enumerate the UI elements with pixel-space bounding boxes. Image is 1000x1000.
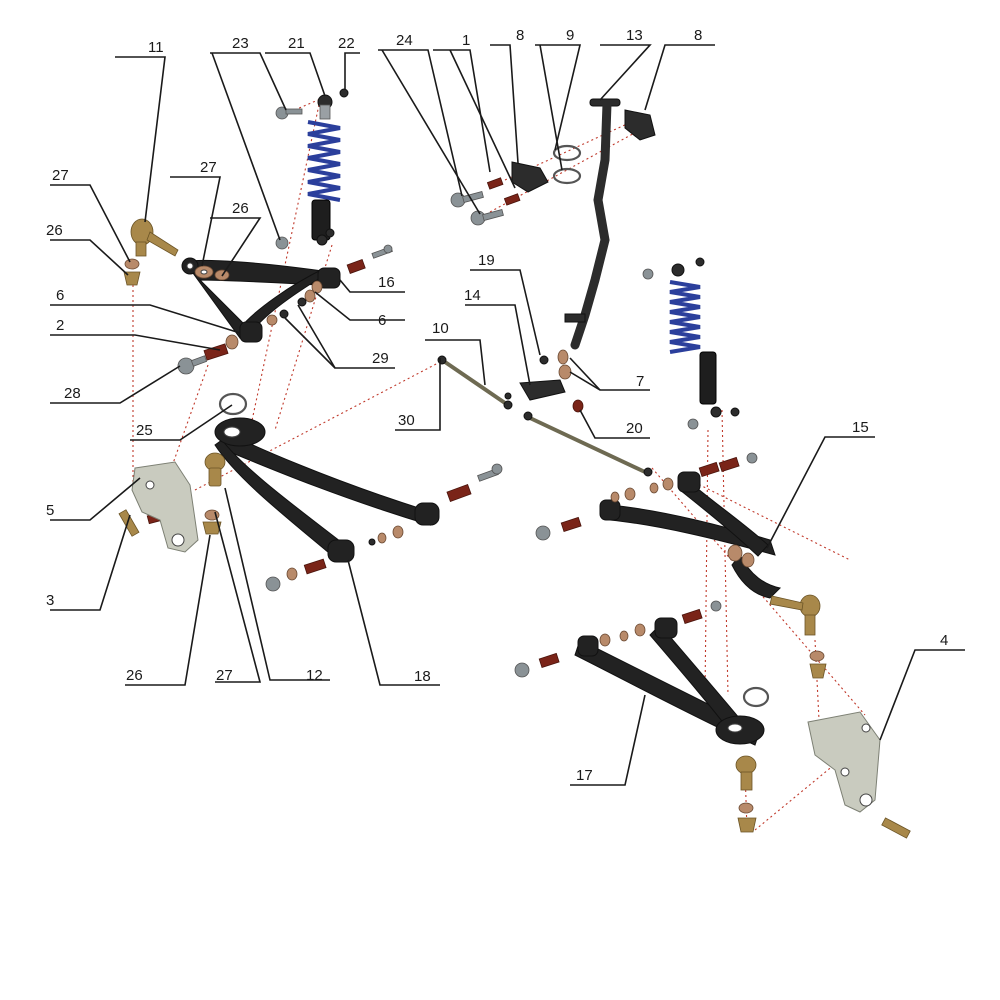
callout-labels: 1 2 3 4 5 6 6 7 8 8 9 10 11 12 13 14 15 …	[46, 27, 948, 784]
steering-brackets	[511, 109, 656, 193]
callout-label: 23	[232, 35, 249, 52]
callout-label: 6	[378, 312, 386, 329]
steering-knuckle-left	[118, 461, 199, 553]
callout-label: 5	[46, 502, 54, 519]
callout-label: 2	[56, 317, 64, 334]
callout-leaders	[50, 44, 965, 786]
callout-label: 14	[464, 287, 481, 304]
callout-label: 4	[940, 632, 948, 649]
callout-label: 13	[626, 27, 643, 44]
callout-label: 27	[216, 667, 233, 684]
callout-label: 7	[636, 373, 644, 390]
callout-label: 28	[64, 385, 81, 402]
callout-label: 3	[46, 592, 54, 609]
shock-absorber-right	[642, 257, 740, 430]
ball-joint-12	[202, 452, 226, 535]
ball-joint-right-upper	[769, 594, 827, 679]
lower-arm-left-hardware	[146, 463, 503, 592]
callout-label: 11	[148, 39, 164, 56]
ball-joint-11	[130, 218, 179, 257]
callout-label: 12	[306, 667, 323, 684]
callout-label: 30	[398, 412, 415, 429]
upper-arm-left-pivot-hardware	[177, 244, 393, 375]
callout-label: 16	[378, 274, 395, 291]
tie-rods	[437, 355, 653, 477]
callout-label: 10	[432, 320, 449, 337]
callout-label: 26	[46, 222, 63, 239]
callout-label: 27	[52, 167, 69, 184]
retaining-ring-left	[218, 392, 248, 416]
upper-arm-right-hardware	[535, 452, 758, 541]
callout-label: 8	[516, 27, 524, 44]
ball-joint-right-lower	[735, 686, 770, 833]
callout-label: 8	[694, 27, 702, 44]
callout-label: 17	[576, 767, 593, 784]
steering-bolts-24	[450, 177, 521, 226]
callout-label: 21	[288, 35, 305, 52]
steering-column	[564, 98, 621, 350]
steering-knuckle-right	[807, 711, 911, 839]
callout-label: 18	[414, 668, 431, 685]
hardware-left-top	[123, 258, 230, 286]
lower-a-arm-left	[214, 417, 440, 563]
lower-arm-right-hardware	[514, 600, 722, 678]
steering-pitman-hardware	[504, 349, 584, 413]
callout-label: 26	[232, 200, 249, 217]
callout-label: 27	[200, 159, 217, 176]
callout-label: 22	[338, 35, 355, 52]
callout-label: 29	[372, 350, 389, 367]
lower-a-arm-right	[574, 617, 765, 746]
callout-label: 26	[126, 667, 143, 684]
shock-absorber-left	[275, 88, 349, 250]
callout-label: 6	[56, 287, 64, 304]
callout-label: 1	[462, 32, 470, 49]
callout-label: 25	[136, 422, 153, 439]
upper-a-arm-right	[599, 471, 782, 599]
callout-label: 9	[566, 27, 574, 44]
callout-label: 15	[852, 419, 869, 436]
callout-label: 20	[626, 420, 643, 437]
callout-label: 24	[396, 32, 413, 49]
callout-label: 19	[478, 252, 495, 269]
